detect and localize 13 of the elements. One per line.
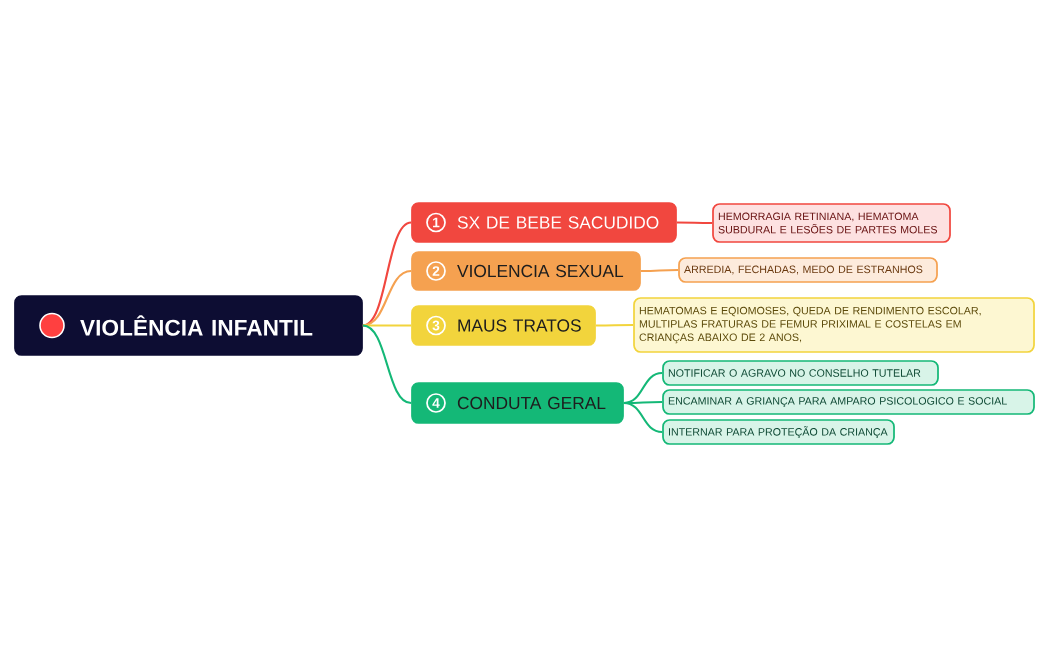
note-box: INTERNAR PARA PROTEÇÃO DA CRIANÇA	[662, 419, 895, 445]
note-box: HEMORRAGIA RETINIANA, HEMATOMA SUBDURAL E LESÕES DE PARTES MOLES	[712, 203, 951, 243]
note-box: ARREDIA, FECHADAS, MEDO DE ESTRANHOS	[678, 257, 938, 283]
branch-line	[640, 268, 679, 273]
branch-line	[595, 323, 634, 327]
branch-line	[362, 324, 412, 327]
branch-line	[676, 221, 713, 225]
note-box: ENCAMINAR A GRIANÇA PARA AMPARO PSICOLOGICO E SOCIAL	[662, 389, 1035, 415]
branch-line	[623, 401, 663, 434]
topic-box: VIOLÊNCIA INFANTIL	[14, 295, 363, 356]
note-box: NOTIFICAR O AGRAVO NO CONSELHO TUTELAR	[662, 360, 939, 386]
note-box: HEMATOMAS E EQIOMOSES, QUEDA DE RENDIMENTO ESCOLAR, MULTIPLAS FRATURAS DE FEMUR PRIXIMAL E COSTELAS EM CRIANÇAS ABAIXO DE 2 ANOS,	[633, 297, 1035, 353]
branch-line	[362, 324, 412, 405]
